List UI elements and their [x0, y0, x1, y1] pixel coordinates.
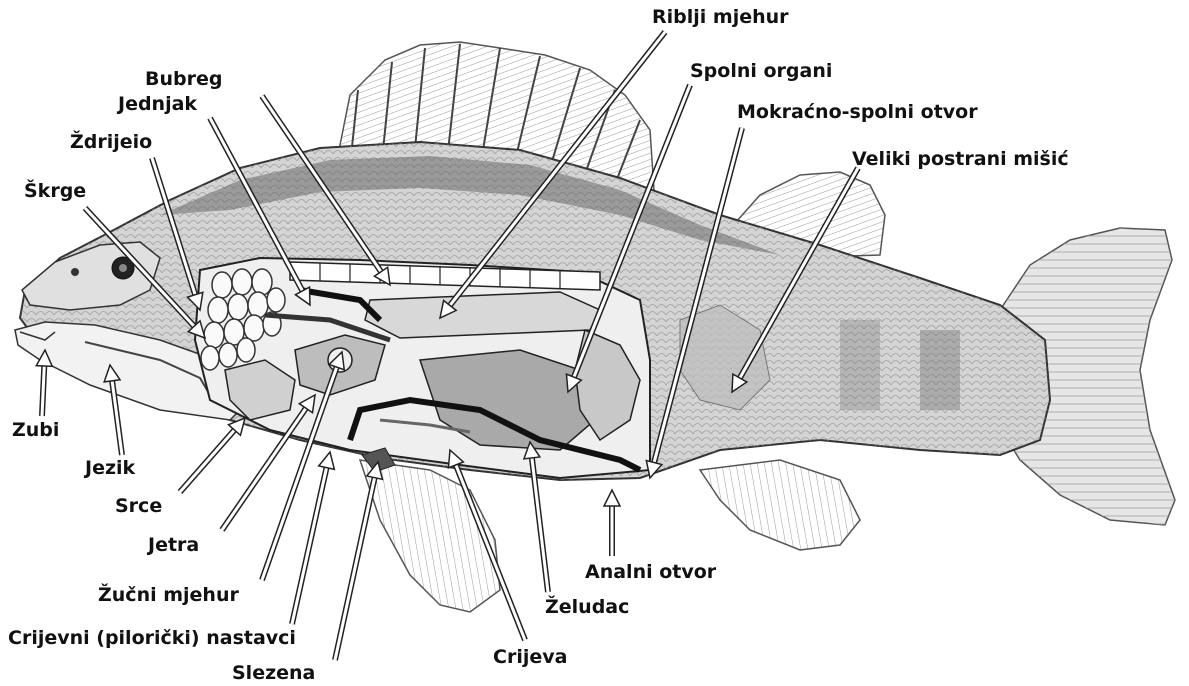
label-srce: Srce — [115, 497, 162, 516]
label-spolni-organi: Spolni organi — [690, 62, 832, 81]
pelvic-fin — [360, 460, 500, 612]
label-riblji-mjehur: Riblji mjehur — [652, 8, 789, 27]
label-bubreg: Bubreg — [145, 70, 222, 89]
label-zucni-mjehur: Žučni mjehur — [98, 586, 239, 605]
arrow-zubi — [36, 350, 52, 416]
label-slezena: Slezena — [232, 664, 315, 683]
label-jezik: Jezik — [85, 459, 135, 478]
label-zubi: Zubi — [12, 421, 59, 440]
label-mokracno-spolni-otvor: Mokraćno-spolni otvor — [737, 103, 978, 122]
label-crijevni-nastavci: Crijevni (pilorički) nastavci — [8, 629, 296, 648]
label-zdrijelo: Ždrijeio — [70, 133, 152, 152]
anal-fin — [700, 460, 860, 550]
label-jednjak: Jednjak — [118, 95, 197, 114]
swim-bladder — [365, 292, 600, 338]
label-jetra: Jetra — [148, 536, 199, 555]
label-skrge: Škrge — [24, 182, 86, 201]
label-veliki-postrani-misic: Veliki postrani mišić — [852, 150, 1069, 169]
label-crijeva: Crijeva — [493, 648, 567, 667]
arrow-srce — [180, 418, 245, 492]
arrow-analni-otvor — [604, 490, 620, 556]
label-zeludac: Želudac — [545, 598, 629, 617]
label-analni-otvor: Analni otvor — [585, 563, 716, 582]
arrow-jezik — [104, 365, 122, 455]
